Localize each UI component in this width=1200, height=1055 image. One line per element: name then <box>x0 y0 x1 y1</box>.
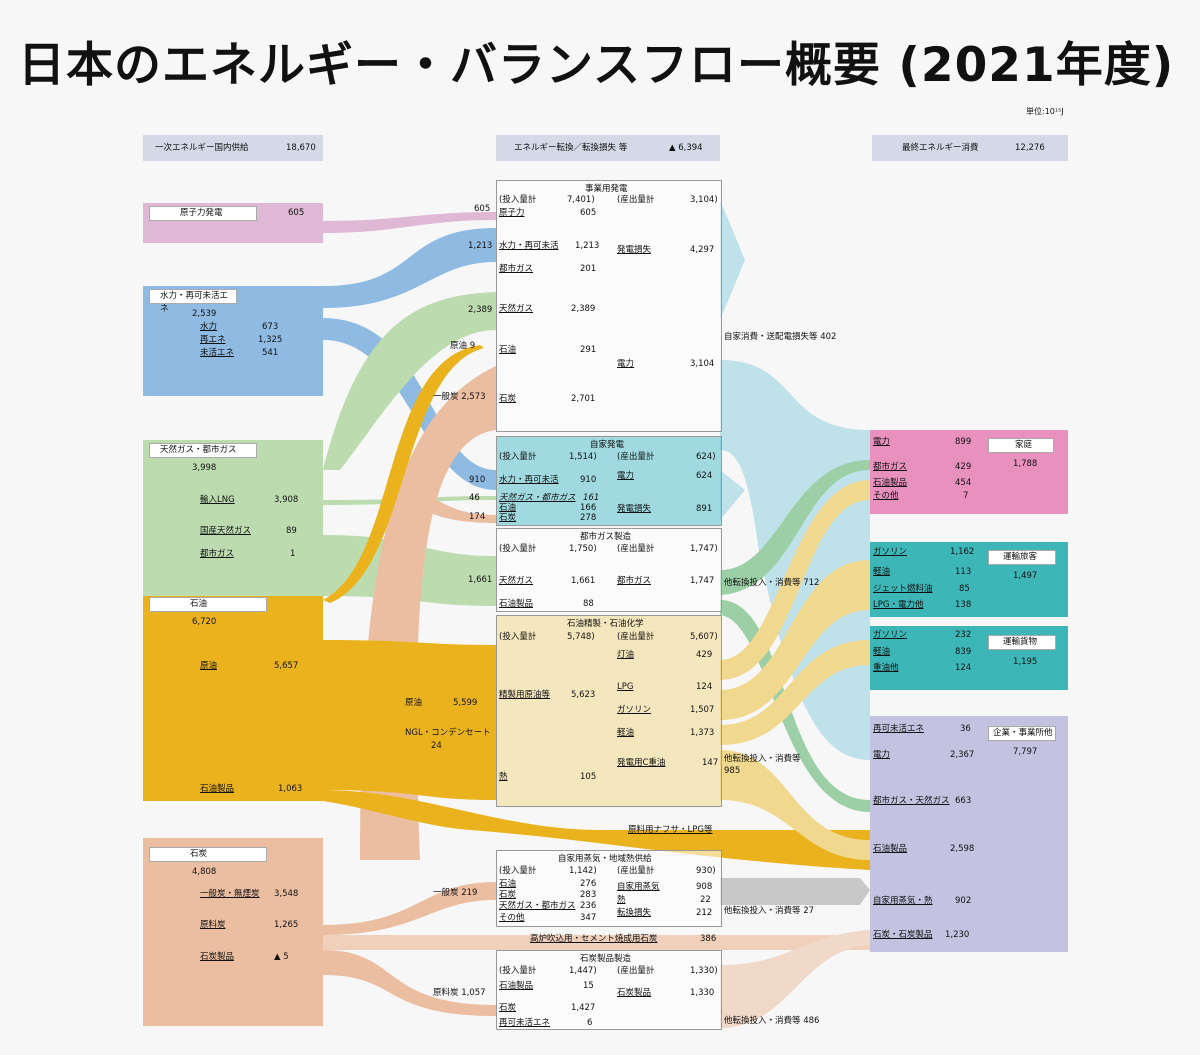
flow-refinery-transport <box>720 560 870 720</box>
citygas-box <box>496 528 722 612</box>
supply-header: 一次エネルギー国内供給 18,670 <box>143 135 323 161</box>
flow-coal-auto <box>405 480 496 523</box>
flow-crude-utility <box>323 345 484 603</box>
flow-steam-out <box>720 878 870 905</box>
flow-refinery-out <box>720 480 870 680</box>
page-title: 日本のエネルギー・バランスフロー概要 (2021年度) <box>18 38 1175 93</box>
flow-oil-refinery <box>323 640 496 800</box>
flow-naphtha <box>323 790 870 870</box>
nuclear-label: 原子力発電 <box>149 206 257 221</box>
final-header: 最終エネルギー消費 12,276 <box>872 135 1068 161</box>
flow-gas-utility <box>323 292 496 470</box>
flow-coal-steam <box>323 882 496 935</box>
business-label: 企業・事業所他 <box>988 726 1056 741</box>
flow-citygas-out <box>720 460 870 595</box>
passenger-label: 運輸旅客 <box>988 550 1056 565</box>
coal-bar <box>143 838 323 1026</box>
conversion-header: エネルギー転換／転換損失 等 ▲ 6,394 <box>496 135 720 161</box>
gas-label: 天然ガス・都市ガス <box>149 443 257 458</box>
oil-label: 石油 <box>149 597 267 612</box>
flow-refinery-business <box>720 750 870 860</box>
steam-box <box>496 850 722 927</box>
coal-label: 石炭 <box>149 847 267 862</box>
business-bar <box>870 716 1068 952</box>
hydro-label: 水力・再可未活エネ <box>149 289 237 314</box>
refinery-box <box>496 615 722 807</box>
hydro-bar <box>143 286 323 396</box>
flow-refinery-freight <box>720 640 870 745</box>
utility-power-box <box>496 180 722 432</box>
flow-coal-coalprod <box>323 950 496 1016</box>
coalprod-box <box>496 950 722 1030</box>
flow-coal-blast <box>323 935 870 950</box>
flow-hydro-utility <box>323 228 496 308</box>
flow-auto-out <box>720 470 745 520</box>
gas-bar <box>143 440 323 603</box>
oil-bar <box>143 596 323 801</box>
freight-label: 運輸貨物 <box>988 635 1056 650</box>
flow-nuclear <box>323 212 496 233</box>
auto-power-box <box>496 436 722 526</box>
flow-utility-loss <box>720 200 745 320</box>
unit-label: 単位:10¹⁵J <box>1026 107 1064 116</box>
flow-coalprod-out <box>720 930 870 1028</box>
household-label: 家庭 <box>988 438 1054 453</box>
